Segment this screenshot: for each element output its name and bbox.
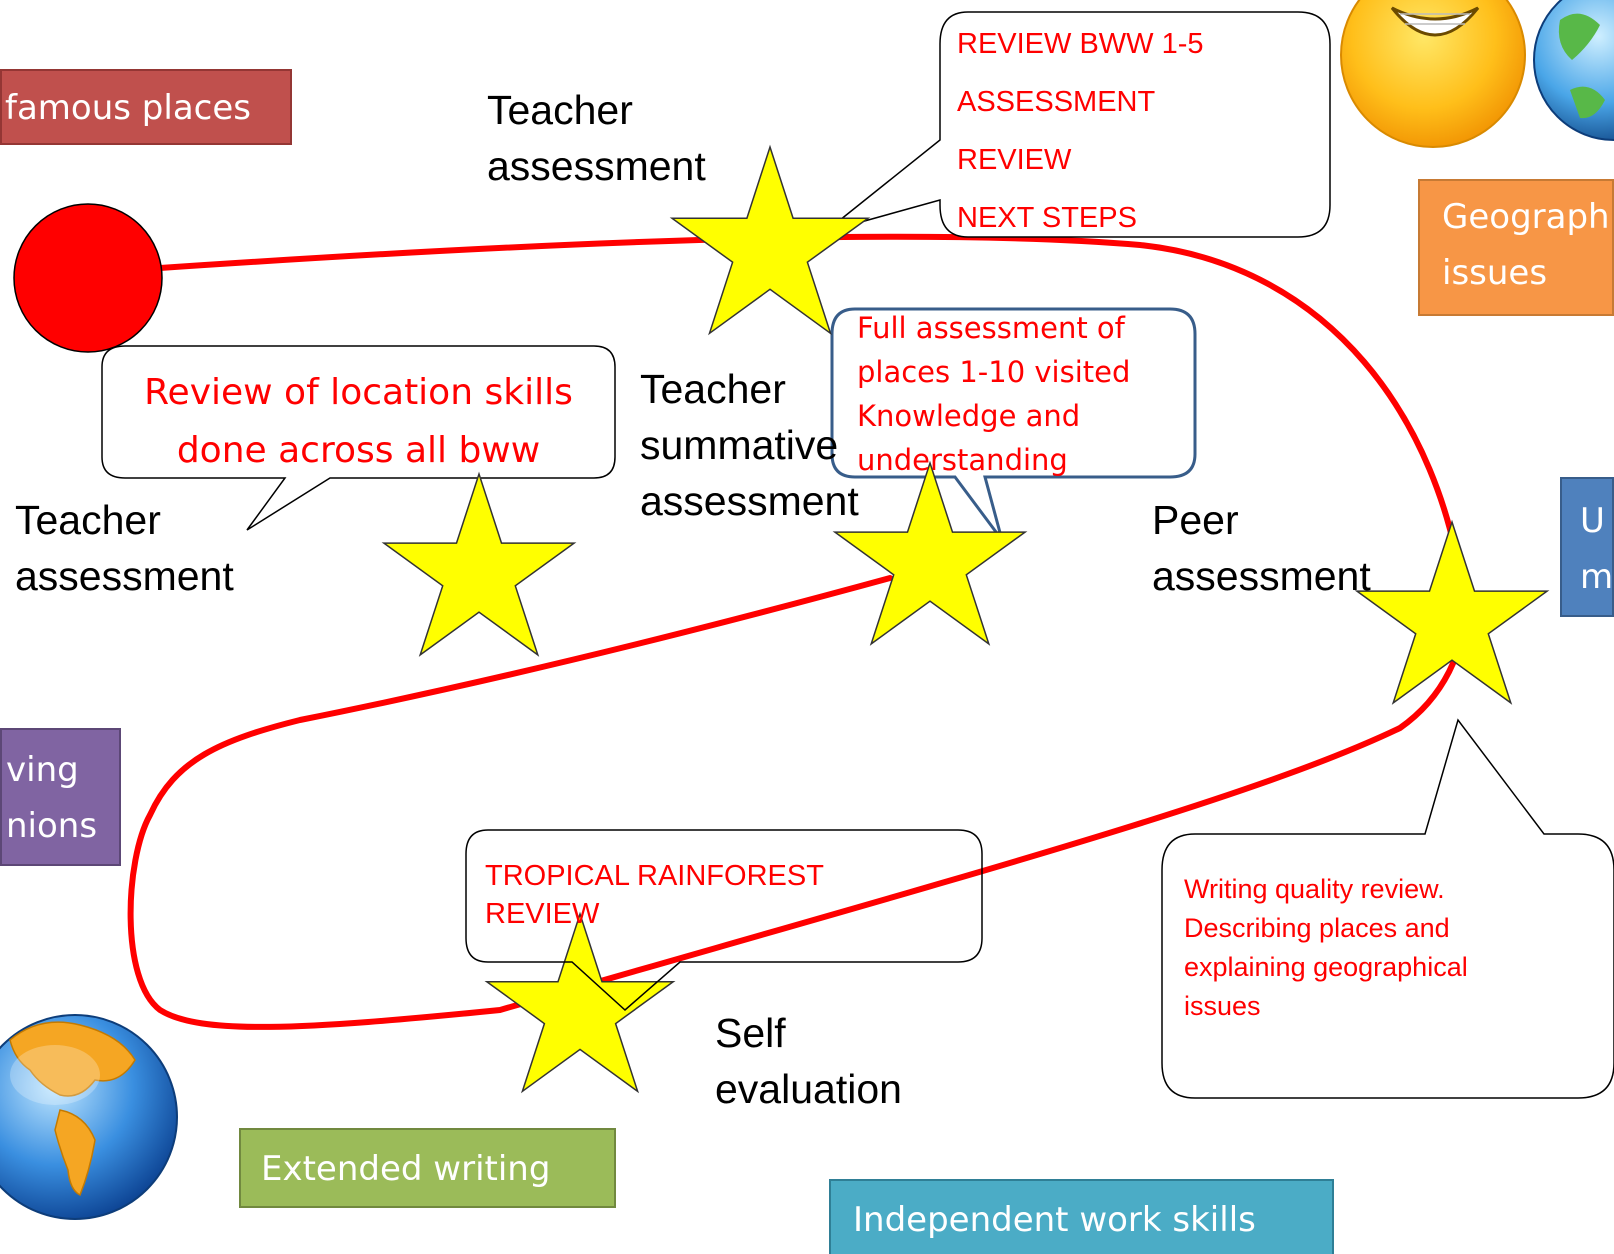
famous-places-box: famous places (0, 69, 292, 145)
label-line: Peer (1152, 497, 1239, 543)
teacher-assessment-left-label: Teacher assessment (15, 492, 234, 604)
label-line: Self (715, 1010, 786, 1056)
geography-issues-box: Geograph issues (1418, 179, 1614, 316)
callout-line: Review of location skills (144, 372, 573, 413)
star-icon (832, 460, 1028, 646)
callout-full-assessment (830, 307, 1197, 541)
label-line: assessment (15, 553, 234, 599)
callout-line: explaining geographical (1184, 952, 1468, 982)
blue-box-line-2: m (1580, 557, 1614, 597)
writing-quality-text: Writing quality review. Describing place… (1184, 870, 1468, 1026)
blue-box-line-1: U (1580, 501, 1605, 541)
callout-writing-quality (1161, 718, 1614, 1099)
label-line: Teacher (15, 497, 161, 543)
callout-rainforest (465, 829, 983, 1012)
globe-icon (0, 1014, 178, 1220)
star-markers (381, 144, 1550, 1094)
label-line: evaluation (715, 1066, 902, 1112)
full-assessment-text: Full assessment of places 1-10 visited K… (857, 306, 1130, 482)
callout-line: NEXT STEPS (957, 202, 1137, 234)
star-icon (1354, 519, 1550, 705)
label-line: Teacher (640, 366, 786, 412)
callout-location-skills (101, 345, 616, 531)
rainforest-text: TROPICAL RAINFOREST REVIEW (485, 857, 824, 933)
location-skills-text: Review of location skills done across al… (102, 364, 615, 480)
callout-line: understanding (857, 443, 1068, 477)
geography-box-line-1: Geograph (1442, 197, 1610, 237)
callout-line: REVIEW (957, 144, 1072, 176)
right-blue-box: U m (1560, 477, 1614, 617)
callout-review-bww (824, 11, 1331, 238)
callout-line: done across all bww (176, 430, 541, 471)
self-evaluation-label: Self evaluation (715, 1005, 902, 1117)
teacher-summative-label: Teacher summative assessment (640, 361, 859, 529)
callout-line: Writing quality review. (1184, 874, 1445, 904)
start-marker (13, 203, 163, 353)
teacher-assessment-top-label: Teacher assessment (487, 82, 706, 194)
purple-box-line-1: ving (6, 750, 79, 790)
callout-line: ASSESSMENT (957, 86, 1156, 118)
star-icon (669, 144, 871, 336)
callout-line: Full assessment of (857, 311, 1125, 345)
journey-path (127, 233, 1467, 1030)
star-icon (484, 911, 676, 1094)
purple-box-line-2: nions (6, 806, 98, 846)
globe-icon (1533, 0, 1614, 141)
label-line: summative (640, 422, 839, 468)
label-line: Teacher (487, 87, 633, 133)
callout-line: issues (1184, 991, 1261, 1021)
review-bww-text: REVIEW BWW 1-5 ASSESSMENT REVIEW NEXT ST… (957, 15, 1204, 247)
geography-box-line-2: issues (1442, 253, 1548, 293)
callout-line: Describing places and (1184, 913, 1450, 943)
peer-assessment-label: Peer assessment (1152, 492, 1371, 604)
callout-line: REVIEW (485, 898, 600, 930)
independent-work-box: Independent work skills (829, 1179, 1334, 1254)
label-line: assessment (1152, 553, 1371, 599)
label-line: assessment (640, 478, 859, 524)
star-icon (381, 471, 577, 657)
callout-line: REVIEW BWW 1-5 (957, 28, 1204, 60)
extended-writing-box: Extended writing (239, 1128, 616, 1208)
smiley-face-icon (1340, 0, 1526, 148)
label-line: assessment (487, 143, 706, 189)
callout-line: Knowledge and (857, 399, 1081, 433)
callout-line: places 1-10 visited (857, 355, 1131, 389)
purple-box: ving nions (0, 728, 121, 866)
callout-line: TROPICAL RAINFOREST (485, 860, 824, 892)
